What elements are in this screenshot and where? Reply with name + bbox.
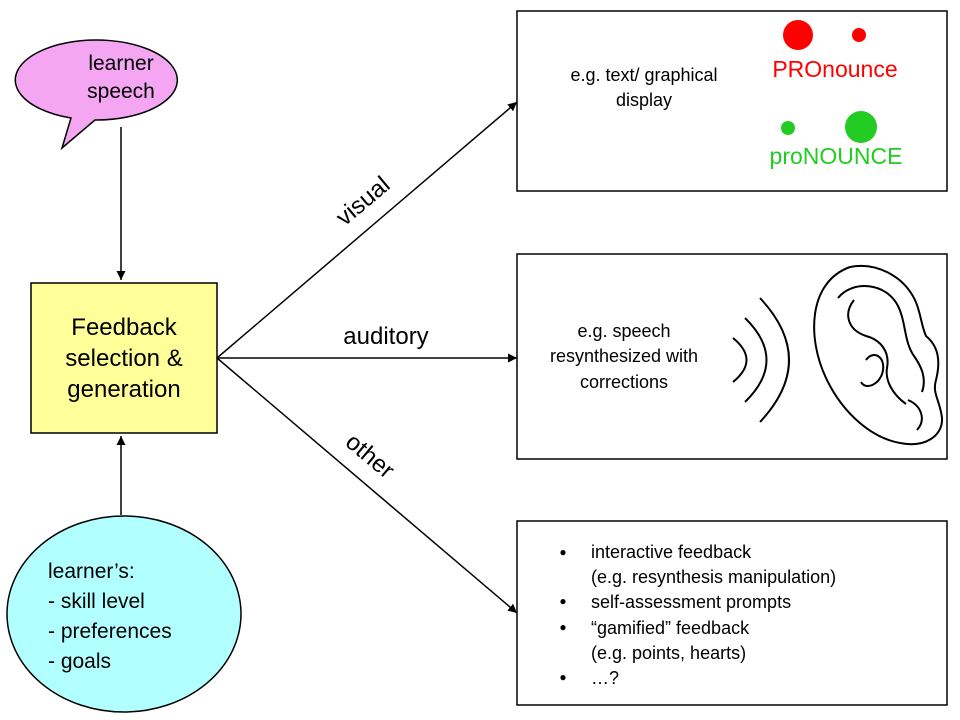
- other-box-rect: [516, 520, 948, 706]
- speech-bubble-line-2: speech: [87, 80, 155, 103]
- learner-profile-ellipse: learner’s: - skill level - preferences -…: [6, 515, 242, 713]
- stress-dot-large-red: [783, 20, 813, 50]
- sound-waves-icon: [732, 297, 790, 423]
- stress-dot-large-green: [845, 111, 877, 143]
- auditory-box-line-3: corrections: [580, 372, 668, 392]
- bullet-3-line-1: “gamified” feedback: [591, 618, 750, 638]
- bullet-3-dot: ●: [559, 620, 566, 634]
- sound-wave-outer: [759, 297, 790, 423]
- ear-icon: [813, 265, 944, 446]
- auditory-box-line-2: resynthesized with: [550, 346, 698, 366]
- sound-wave-inner: [732, 337, 748, 383]
- bullet-1-line-1: interactive feedback: [591, 542, 752, 562]
- visual-box-line-2: display: [616, 90, 672, 110]
- bullet-2-dot: ●: [559, 594, 566, 608]
- visual-feedback-box: e.g. text/ graphical display PROnounce p…: [516, 10, 948, 192]
- bullet-3-line-2: (e.g. points, hearts): [591, 643, 746, 663]
- ear-outer-rim: [813, 265, 944, 446]
- feedback-box-line-1: Feedback: [71, 314, 177, 341]
- bullet-2-line-1: self-assessment prompts: [591, 592, 791, 612]
- arrow-other: [216, 357, 518, 614]
- learner-speech-bubble: learner speech: [14, 39, 179, 151]
- bullet-4-dot: ●: [559, 670, 566, 684]
- edge-label-other: other: [340, 428, 399, 484]
- auditory-box-line-1: e.g. speech: [577, 321, 670, 341]
- word-pronounce-second-stress: proNOUNCE: [770, 143, 903, 169]
- ear-antihelix: [847, 299, 907, 405]
- bullet-1-line-2: (e.g. resynthesis manipulation): [591, 567, 836, 587]
- arrow-visual: [216, 101, 518, 359]
- edge-label-visual: visual: [331, 171, 395, 231]
- feedback-box-line-3: generation: [67, 376, 180, 403]
- stress-dot-small-green: [781, 121, 795, 135]
- learner-ellipse-line-2: - skill level: [48, 590, 145, 613]
- stress-dot-small-red: [852, 28, 866, 42]
- ear-lobe: [907, 399, 923, 431]
- sound-wave-middle: [744, 317, 768, 403]
- learner-ellipse-line-1: learner’s:: [48, 560, 135, 583]
- word-pronounce-first-stress: PROnounce: [772, 56, 897, 82]
- feedback-generation-box: Feedback selection & generation: [30, 282, 218, 434]
- learner-ellipse-line-4: - goals: [48, 650, 111, 673]
- edge-label-auditory: auditory: [343, 323, 428, 350]
- auditory-feedback-box: e.g. speech resynthesized with correctio…: [516, 253, 948, 460]
- visual-box-rect: [516, 10, 948, 192]
- feedback-box-line-2: selection &: [65, 345, 182, 372]
- learner-ellipse-line-3: - preferences: [48, 620, 172, 643]
- ear-helix: [837, 285, 925, 393]
- speech-bubble-line-1: learner: [88, 52, 153, 75]
- speech-bubble-shape: [14, 39, 179, 151]
- learner-ellipse-shape: [6, 515, 242, 713]
- visual-box-line-1: e.g. text/ graphical: [570, 65, 717, 85]
- ear-concha: [860, 354, 885, 387]
- feedback-box-rect: [30, 282, 218, 434]
- other-feedback-box: ● interactive feedback (e.g. resynthesis…: [516, 520, 948, 706]
- bullet-1-dot: ●: [559, 545, 566, 559]
- bullet-4-line-1: …?: [591, 668, 619, 688]
